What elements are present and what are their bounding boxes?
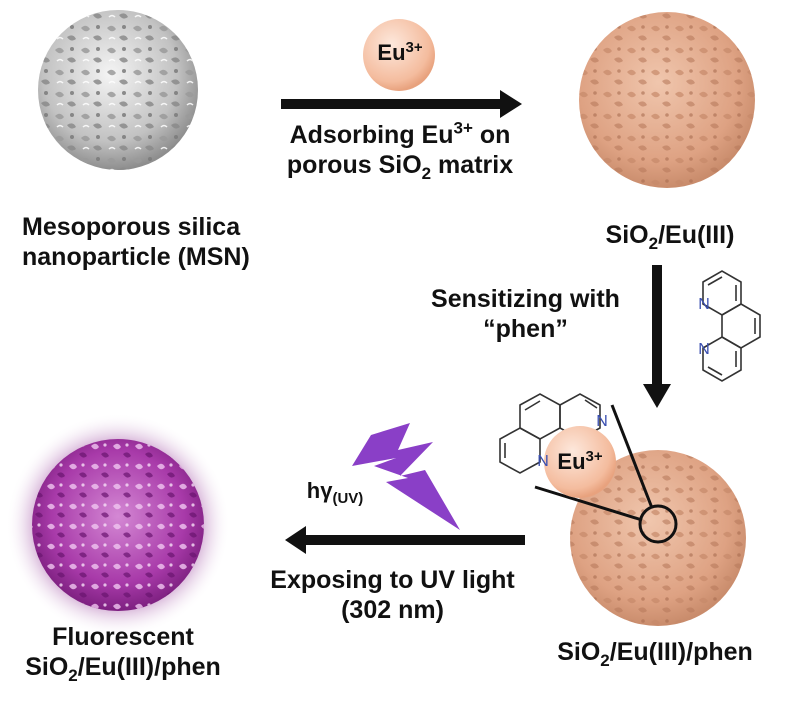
sensitize-step-line2: “phen” <box>483 315 568 343</box>
expose-step-line2: (302 nm) <box>341 596 444 624</box>
nitrogen-label-1: N <box>698 296 710 313</box>
eu-ion-badge <box>363 19 435 91</box>
sensitize-step-line1: Sensitizing with <box>431 285 620 313</box>
msn-label: Mesoporous silica nanoparticle (MSN) <box>22 212 250 272</box>
expose-arrow <box>285 526 525 554</box>
uv-bolt-icon <box>352 423 460 530</box>
sensitize-step-label: Sensitizing with “phen” <box>408 284 643 344</box>
msn-label-line1: Mesoporous silica <box>22 213 241 241</box>
fluorescent-particle <box>6 413 230 637</box>
sensitize-arrow <box>643 265 671 408</box>
nitrogen-label-2: N <box>698 341 710 358</box>
zoom-circle <box>638 504 678 544</box>
fluorescent-label-line1: Fluorescent <box>52 623 194 651</box>
adsorb-step-line2: porous SiO2 matrix <box>286 151 514 183</box>
phenanthroline-molecule <box>702 270 761 382</box>
nitrogen-label-4: N <box>537 453 549 470</box>
phen-particle <box>570 450 746 626</box>
adsorb-arrow <box>281 90 522 118</box>
uv-energy-label: hγ(UV) <box>306 478 364 508</box>
adsorb-step-label: Adsorbing Eu3+ on porous SiO2 matrix <box>250 118 550 183</box>
adsorb-step-line1: Adsorbing Eu3+ on <box>289 118 511 149</box>
expose-step-line1: Exposing to UV light <box>270 566 515 594</box>
eu-ion-badge-label: Eu3+ <box>377 38 423 65</box>
eu-loaded-particle <box>579 12 755 188</box>
bound-eu-ion <box>544 426 616 498</box>
expose-step-label: Exposing to UV light (302 nm) <box>240 565 545 625</box>
bound-phen-molecule <box>499 393 601 474</box>
zoom-callout <box>534 404 678 544</box>
msn-particle <box>38 10 198 170</box>
nitrogen-label-3: N <box>596 413 608 430</box>
eu-particle-label: SiO2/Eu(III) <box>605 221 735 253</box>
phen-particle-label: SiO2/Eu(III)/phen <box>557 638 753 670</box>
fluorescent-label-line2: SiO2/Eu(III)/phen <box>25 653 221 685</box>
fluorescent-label: Fluorescent SiO2/Eu(III)/phen <box>8 622 238 685</box>
msn-label-line2: nanoparticle (MSN) <box>22 243 250 271</box>
bound-eu-ion-label: Eu3+ <box>557 447 603 474</box>
